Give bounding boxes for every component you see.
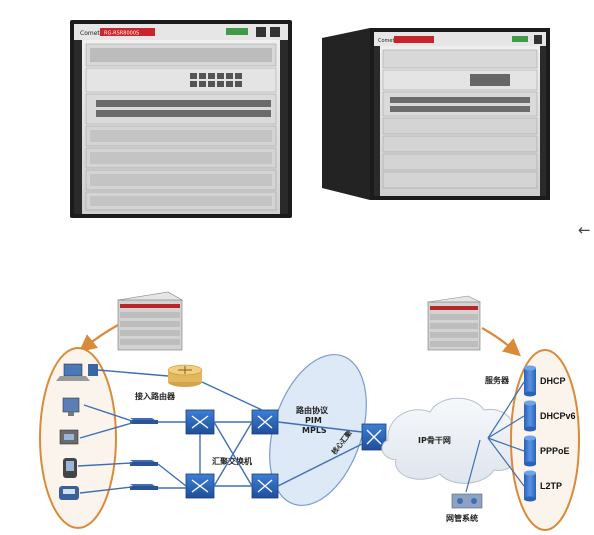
service-label-pppoe: PPPoE — [540, 446, 570, 456]
back-arrow-icon[interactable]: ← — [578, 221, 591, 239]
port-row — [190, 73, 242, 87]
nms-label: 网管系统 — [446, 513, 478, 523]
dhcp-server-icon — [524, 365, 536, 397]
desktop-icon — [62, 397, 80, 416]
brand-label: Comet — [378, 38, 394, 44]
mpls-label: MPLS — [302, 426, 327, 435]
nms-server-icon — [451, 493, 483, 509]
service-label-dhcp: DHCP — [540, 376, 566, 386]
chassis-photo-angled: Comet — [322, 28, 550, 200]
aggregation-switch-label: 汇聚交换机 — [212, 456, 252, 466]
aggregation-switch-icon — [185, 409, 215, 435]
access-switch-icon — [130, 484, 158, 490]
arrow-left-link — [78, 324, 119, 353]
access-switch-icon — [130, 460, 158, 466]
core-router-icon — [251, 473, 279, 499]
service-label-l2tp: L2TP — [540, 481, 562, 491]
dhcpv6-server-icon — [524, 400, 536, 432]
client-links — [77, 369, 169, 494]
aggregation-switch-icon — [185, 473, 215, 499]
access-router-label: 接入路由器 — [135, 391, 176, 401]
laptop-icon — [56, 363, 98, 381]
monitor-icon — [59, 429, 79, 445]
phone-icon — [63, 458, 77, 478]
access-switch-icon — [130, 418, 158, 424]
access-router-icon — [167, 364, 203, 387]
pim-label: PIM — [305, 416, 322, 425]
port-row — [96, 100, 271, 117]
desk-phone-icon — [59, 486, 79, 500]
service-links — [465, 381, 525, 493]
core-router-icon — [251, 409, 279, 435]
edge-links — [277, 421, 363, 487]
brand-label: Comet — [80, 30, 100, 37]
arrow-right-link — [481, 327, 521, 357]
pppoe-server-icon — [524, 435, 536, 467]
ip-backbone-label: IP骨干网 — [418, 435, 451, 445]
server-icon — [117, 291, 183, 351]
l2tp-server-icon — [524, 470, 536, 502]
server-group-label: 服务器 — [485, 375, 510, 385]
server-icon — [427, 295, 481, 351]
chassis-photo-front: Comet RG-RSR8000S — [70, 20, 292, 218]
aggregation-links — [157, 381, 263, 489]
routing-protocol-label: 路由协议 — [296, 405, 329, 415]
model-badge: RG-RSR8000S — [104, 31, 139, 37]
service-label-dhcpv6: DHCPv6 — [540, 411, 576, 421]
